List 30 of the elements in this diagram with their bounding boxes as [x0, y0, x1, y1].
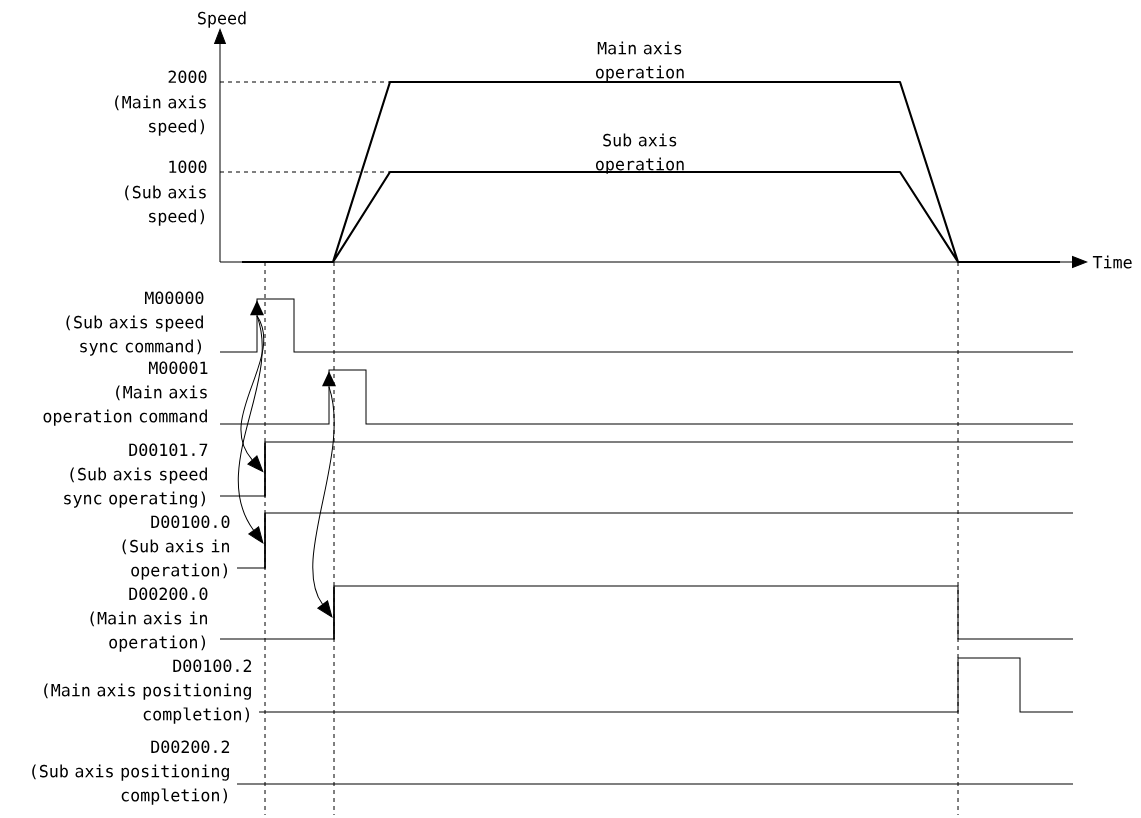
signal-name: M00001 — [149, 361, 208, 375]
signal-description: (Main axis positioning completion) — [44, 683, 251, 724]
signal-name: M00000 — [145, 291, 204, 305]
signal-name: D00100.2 — [173, 659, 252, 673]
signal-description: (Sub axis in operation) — [122, 539, 229, 580]
signal-description: (Sub axis speed sync operating) — [64, 467, 207, 508]
curved-arrow — [312, 386, 335, 618]
axis-label: Speed — [198, 11, 246, 28]
axis-label: Main axis operation — [595, 41, 684, 82]
signal-name: D00200.0 — [129, 587, 208, 601]
axis-label: Time — [1092, 255, 1132, 269]
signal-description: (Main axis operation command — [43, 385, 207, 426]
rising-edge — [264, 442, 266, 497]
axis-label: (Main axis speed) — [115, 95, 206, 136]
signal-name: D00101.7 — [129, 443, 208, 457]
curved-arrow — [237, 315, 264, 544]
rising-edge — [264, 513, 266, 569]
axis-label: 2000 — [168, 70, 207, 84]
rising-edge-marker — [250, 300, 264, 316]
signal-description: (Sub axis speed sync command) — [66, 315, 203, 356]
signal-name: D00100.0 — [151, 515, 230, 529]
signal-description: (Main axis in operation) — [90, 611, 207, 652]
signal-name: D00200.2 — [151, 740, 230, 754]
rising-edge — [333, 586, 335, 640]
signal-description: (Sub axis positioning completion) — [32, 764, 229, 805]
axis-label: Sub axis operation — [595, 133, 684, 174]
curved-arrow — [240, 315, 265, 472]
axis-label: (Sub axis speed) — [125, 185, 206, 226]
axis-label: 1000 — [169, 160, 207, 174]
rising-edge-marker — [322, 371, 336, 387]
